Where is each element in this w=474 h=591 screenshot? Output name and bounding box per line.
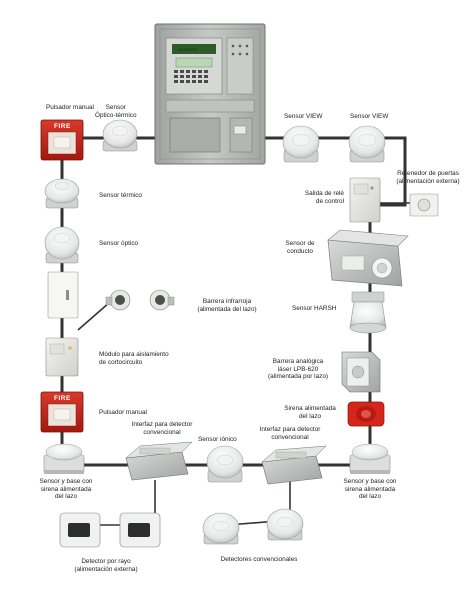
interface-module-1 [125, 441, 193, 481]
harsh-sensor [349, 291, 387, 334]
panel-brand: NOTIFIER [178, 47, 197, 52]
label-sensor-conducto: Sensor de conducto [285, 240, 315, 255]
label-retenedor: Retenedor de puertas (alimentación exter… [396, 170, 460, 185]
view-sensor-2 [348, 125, 386, 163]
label-pulsador-bottom: Pulsador manual [99, 409, 147, 416]
infrared-barrier [47, 271, 175, 319]
label-sensor-optico: Sensor óptico [99, 240, 139, 247]
label-sensor-base-left: Sensor y base con sirena alimentada del … [39, 478, 93, 501]
thermal-sensor [44, 178, 80, 209]
loop-powered-siren [347, 401, 385, 427]
label-sensor-ionico: Sensor iónico [198, 436, 237, 443]
fire-label-top: FIRE [54, 123, 71, 130]
label-sensor-optico-termico: Sensor Óptico-térmico [95, 104, 137, 119]
label-sensor-base-right: Sensor y base con sirena alimentada del … [343, 478, 397, 501]
label-detectores-conv: Detectores convencionales [220, 556, 298, 563]
label-sensor-view-1: Sensor VIEW [284, 113, 323, 120]
relay-output-module [349, 177, 381, 223]
label-detector-rayo: Detector por rayo (alimentación externa) [74, 558, 138, 573]
interface-module-2 [261, 445, 327, 485]
optical-thermal-sensor [102, 119, 138, 152]
sensor-sounder-base-left [43, 443, 85, 474]
label-sensor-view-2: Sensor VIEW [350, 113, 389, 120]
label-sensor-termico: Sensor térmico [99, 192, 142, 199]
ionic-sensor [206, 445, 244, 483]
door-holder [409, 193, 439, 217]
label-barrera-ir: Barrera infrarroja (alimentada del lazo) [197, 298, 257, 313]
label-modulo-aislamiento: Módulo para aislamiento de cortocircuito [99, 351, 169, 366]
beam-detector [59, 512, 161, 548]
label-sirena: Sirena alimentada del lazo [284, 405, 336, 420]
label-interfaz-1: Interfaz para detector convencional [131, 421, 193, 436]
conventional-detectors [202, 508, 304, 545]
label-barrera-laser: Barrera analógica láser LPB-620 (aliment… [267, 358, 329, 381]
fire-label-bottom: FIRE [54, 395, 71, 402]
view-sensor-1 [282, 125, 320, 163]
label-sensor-harsh: Sensor HARSH [292, 305, 337, 312]
control-panel [154, 23, 266, 165]
manual-call-point-bottom [40, 391, 84, 433]
duct-sensor [327, 229, 409, 287]
label-pulsador-top: Pulsador manual [46, 104, 94, 111]
label-salida-rele: Salida de relé de control [304, 190, 344, 205]
label-interfaz-2: Interfaz para detector convencional [259, 426, 321, 441]
short-circuit-isolator [45, 337, 79, 377]
laser-beam-lpb620 [341, 351, 381, 393]
sensor-sounder-base-right [349, 443, 391, 474]
ir-wire [77, 301, 111, 331]
manual-call-point-top [40, 119, 84, 161]
optical-sensor [44, 226, 80, 264]
